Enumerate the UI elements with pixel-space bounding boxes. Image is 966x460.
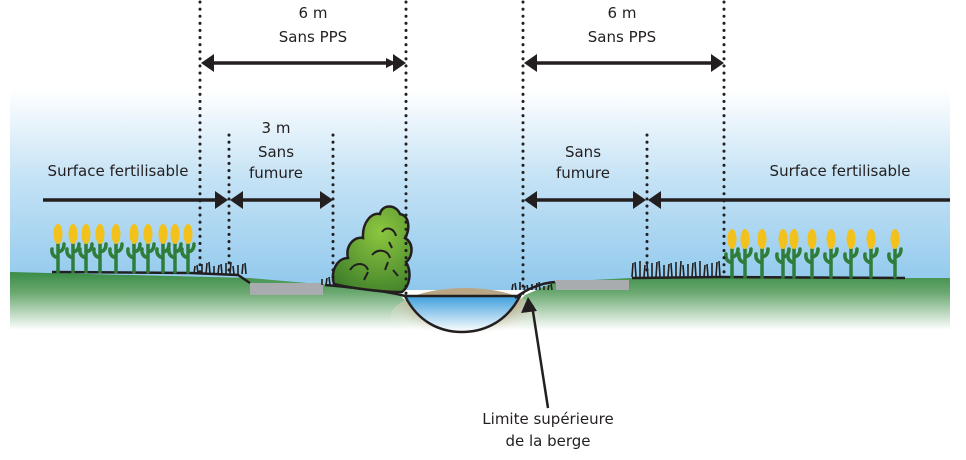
corn-plant-icon [786,229,802,279]
corn-plant-icon [180,224,196,274]
callout-line-1: Limite supérieure [482,410,614,428]
crops-left [50,224,196,274]
right-pps-label: Sans PPS [587,28,657,46]
corn-plant-icon [843,229,859,279]
right-path [556,280,629,290]
corn-plant-icon [863,229,879,279]
corn-plant-icon [167,224,183,274]
arrowhead-icon [711,54,724,72]
corn-plant-icon [65,224,81,274]
corn-plant-icon [78,224,94,274]
arrowhead-icon [633,191,646,209]
left-fumure-label-1: Sans [257,143,295,161]
river-water [402,294,523,334]
corn-plant-icon [754,229,770,279]
corn-plant-icon [92,224,108,274]
left-fumure-label-2: fumure [249,164,303,182]
corn-plant-icon [887,229,903,279]
riparian-bush [331,205,413,294]
right-bank-slope [514,280,556,299]
callout-arrowhead-icon [521,297,537,313]
left-pps-label: Sans PPS [278,28,348,46]
corn-plant-icon [140,224,156,274]
right-fumure-label-2: fumure [556,164,610,182]
zone-boundaries [198,0,726,297]
corn-plant-icon [804,229,820,279]
crops-right [724,229,903,279]
arrowhead-icon [320,191,333,209]
ground [10,272,950,330]
corn-plant-icon [126,224,142,274]
left-fumure-distance: 3 m [261,119,291,137]
arrowhead-icon [215,191,228,209]
corn-plant-icon [108,224,124,274]
arrowhead-icon [524,54,537,72]
left-fertile-label: Surface fertilisable [47,162,189,180]
callout-pointer-line [530,304,550,409]
corn-plant-icon [823,229,839,279]
arrowhead-icon [201,54,214,72]
right-bank-outline [631,275,906,280]
left-pps-distance: 6 m [298,4,328,22]
right-fertile-label: Surface fertilisable [769,162,911,180]
arrowhead-icon [524,191,537,209]
corn-plant-icon [775,229,791,279]
arrowhead-icon [393,54,406,72]
callout-line-2: de la berge [505,432,591,450]
corn-plant-icon [737,229,753,279]
right-pps-distance: 6 m [607,4,637,22]
arrowheads [201,54,724,313]
left-path [250,283,323,295]
arrowhead-icon [648,191,661,209]
right-fumure-label-1: Sans [564,143,602,161]
corn-plant-icon [724,229,740,279]
grass-strip-left [193,261,331,286]
corn-plant-icon [50,224,66,274]
arrowhead-icon [230,191,243,209]
grass-strip-right [511,260,721,291]
